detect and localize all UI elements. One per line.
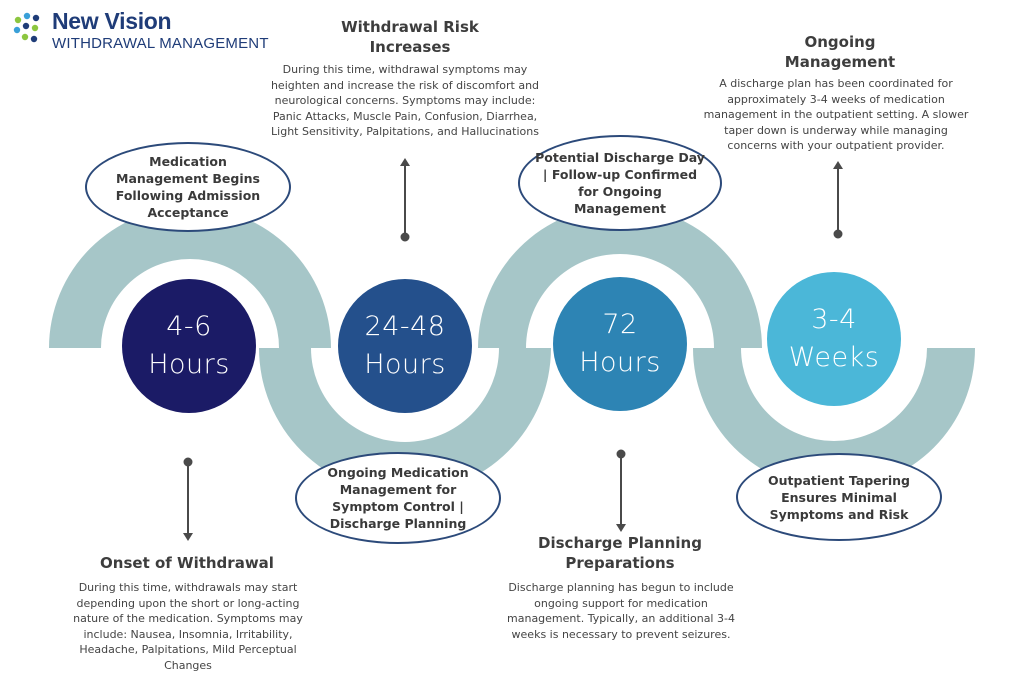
stage-value: 3-4	[811, 304, 857, 335]
text-onset: During this time, withdrawals may start …	[73, 581, 303, 672]
heading-ongoing: Ongoing Management	[784, 33, 896, 71]
stage-value: 24-48	[364, 311, 446, 342]
connector-ongoing	[833, 161, 843, 239]
stage-circle-3-4-weeks: 3-4 Weeks	[767, 272, 901, 406]
connector-discharge	[616, 449, 626, 532]
logo-name: New Vision	[52, 8, 172, 34]
logo-dots-icon	[13, 12, 40, 43]
oval-symptom-control: Ongoing Medication Management for Sympto…	[295, 452, 501, 544]
stage-unit: Hours	[579, 347, 661, 378]
wave-arc-3	[478, 206, 762, 348]
oval-discharge-day: Potential Discharge Day | Follow-up Conf…	[518, 135, 722, 231]
wave-arc-4	[693, 348, 975, 489]
heading-onset: Onset of Withdrawal	[100, 554, 274, 572]
oval-admission: Medication Management Begins Following A…	[85, 142, 291, 232]
connector-onset	[183, 457, 193, 541]
text-ongoing: A discharge plan has been coordinated fo…	[703, 77, 969, 152]
wave-arc-2	[259, 348, 551, 494]
stage-unit: Hours	[148, 349, 230, 380]
stage-unit: Hours	[364, 349, 446, 380]
wave-arc-1	[49, 207, 331, 348]
stage-value: 72	[602, 309, 638, 340]
logo-subtitle: WITHDRAWAL MANAGEMENT	[52, 35, 269, 52]
text-discharge: Discharge planning has begun to include …	[507, 581, 735, 641]
stage-circle-4-6-hours: 4-6 Hours	[122, 279, 256, 413]
text-risk: During this time, withdrawal symptoms ma…	[270, 63, 540, 138]
connector-risk	[400, 158, 410, 242]
stage-value: 4-6	[166, 311, 212, 342]
stage-circle-24-48-hours: 24-48 Hours	[338, 279, 472, 413]
oval-tapering: Outpatient Tapering Ensures Minimal Symp…	[736, 453, 942, 541]
heading-risk: Withdrawal Risk Increases	[341, 18, 479, 56]
stage-circle-72-hours: 72 Hours	[553, 277, 687, 411]
heading-discharge: Discharge Planning Preparations	[538, 534, 702, 572]
stage-unit: Weeks	[788, 342, 880, 373]
